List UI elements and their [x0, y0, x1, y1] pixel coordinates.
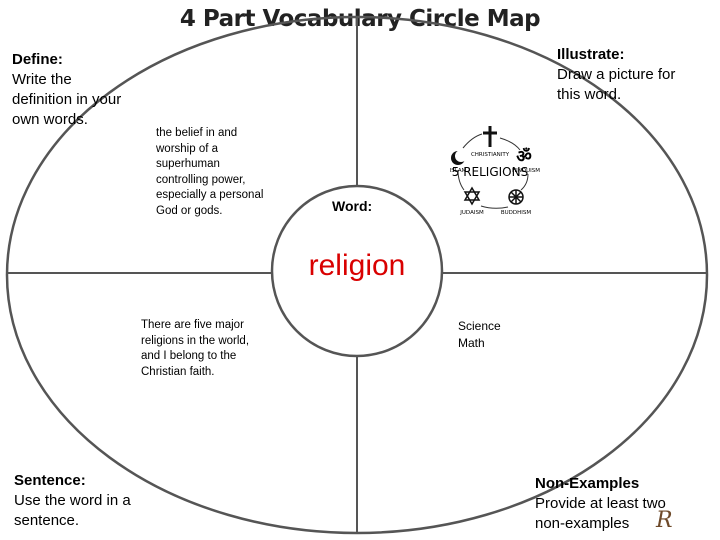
non-examples-instruction-line: non-examples	[535, 515, 630, 532]
define-instruction-line: own words.	[12, 111, 88, 128]
word-value: religion	[308, 249, 406, 282]
cycle-arrows	[457, 133, 529, 209]
logo-icon: R	[656, 508, 673, 533]
define-instruction-line: definition in your	[12, 91, 122, 108]
sentence-instruction-line: sentence.	[14, 512, 80, 529]
illustration-label: HINDUISM	[512, 168, 540, 174]
non-example-item: Math	[458, 336, 485, 350]
definition-line: worship of a	[156, 142, 219, 155]
sentence-line: religions in the world,	[141, 334, 250, 347]
star-of-david-icon	[463, 186, 481, 206]
crescent-star-icon	[451, 150, 467, 165]
definition-text: the belief in and worship of a superhuma…	[156, 126, 263, 219]
definition-line: the belief in and	[156, 127, 238, 139]
sentence-heading: Sentence:	[14, 472, 86, 489]
inner-circle	[270, 184, 444, 358]
sentence-text: There are five major religions in the wo…	[141, 318, 249, 380]
illustrate-corner: Illustrate: Draw a picture for this word…	[557, 45, 675, 105]
definition-line: especially a personal	[156, 189, 264, 201]
illustration-label: BUDDHISM	[501, 210, 532, 216]
word-label: Word:	[332, 198, 373, 214]
page-title: 4 Part Vocabulary Circle Map	[179, 6, 541, 32]
non-examples-corner: Non-Examples Provide at least two non-ex…	[535, 474, 666, 534]
definition-line: controlling power,	[156, 173, 246, 186]
illustrate-instruction-line: Draw a picture for	[557, 66, 676, 83]
illustrate-heading: Illustrate:	[557, 46, 625, 63]
sentence-line: Christian faith.	[141, 365, 215, 378]
illustration-label: CHRISTIANITY	[471, 152, 510, 158]
sentence-instruction-line: Use the word in a	[14, 492, 131, 509]
define-heading: Define:	[12, 51, 63, 68]
om-icon: ॐ	[516, 147, 532, 167]
cross-icon	[483, 126, 497, 147]
non-examples-instruction-line: Provide at least two	[535, 495, 666, 512]
illustration-label: JUDAISM	[459, 210, 484, 216]
non-examples-heading: Non-Examples	[535, 475, 640, 492]
illustration-center-text: 5 RELIGIONS	[452, 165, 528, 179]
sentence-line: and I belong to the	[141, 350, 237, 362]
define-instruction-line: Write the	[12, 71, 72, 88]
define-corner: Define: Write the definition in your own…	[12, 50, 121, 130]
religions-illustration: CHRISTIANITY ॐ HINDUISM BUDDHISM JUDAISM…	[450, 126, 540, 216]
definition-line: God or gods.	[156, 204, 223, 217]
non-example-item: Science	[458, 319, 501, 333]
sentence-line: There are five major	[141, 319, 244, 331]
non-examples-text: Science Math	[458, 318, 501, 352]
illustrate-instruction-line: this word.	[557, 86, 622, 103]
dharma-wheel-icon	[508, 189, 524, 205]
sentence-corner: Sentence: Use the word in a sentence.	[14, 471, 131, 531]
definition-line: superhuman	[156, 158, 220, 170]
